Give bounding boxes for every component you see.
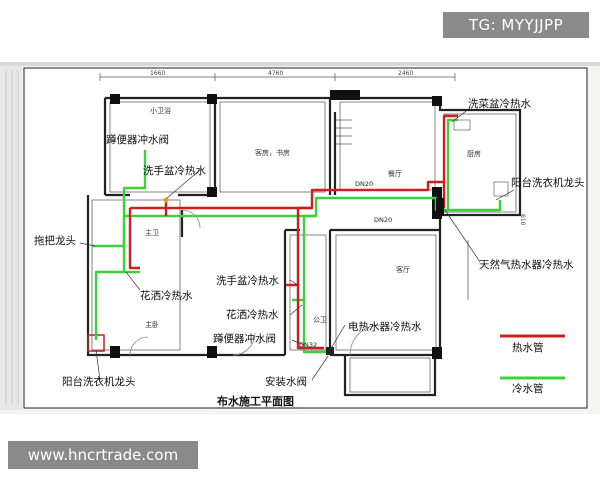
meter-box (326, 347, 334, 355)
label-balcony-washer-left: 阳台洗衣机龙头 (62, 375, 136, 388)
pipe-size-dn20-a: DN20 (355, 180, 373, 188)
room-master-bath: 主卫 (145, 228, 159, 237)
basin-fixture (163, 197, 169, 203)
dim-top-left: 1660 (150, 70, 165, 77)
label-shower-mid: 花洒冷热水 (226, 308, 279, 321)
dim-side-right: 610 (519, 214, 526, 226)
site-watermark: www.hncrtrade.com (8, 441, 198, 469)
kitchen-fixtures (453, 119, 509, 197)
dim-top-mid: 4760 (268, 70, 283, 77)
label-veg-basin: 洗菜盆冷热水 (468, 97, 531, 110)
room-living: 客厅 (396, 265, 410, 274)
gas-heater-unit (436, 198, 444, 216)
room-master-bed: 主卧 (145, 320, 159, 329)
label-basin-mid: 洗手盆冷热水 (216, 274, 279, 287)
label-balcony-washer-right: 阳台洗衣机龙头 (511, 176, 585, 189)
hot-water-pipes (128, 114, 458, 350)
dim-top-right: 2460 (398, 70, 413, 77)
plan-paper-top-band (0, 62, 600, 66)
room-kitchen: 厨房 (467, 149, 481, 158)
drawing-frame (23, 67, 588, 409)
top-dimension-line: 1660 4760 2460 (99, 70, 456, 81)
label-gas-heater: 天然气热水器冷热水 (479, 258, 574, 271)
label-squat-flush-mid: 蹲便器冲水阀 (213, 332, 276, 345)
label-squat-flush-top: 蹲便器冲水阀 (106, 133, 169, 146)
room-guest-bath: 公卫 (313, 316, 327, 324)
label-basin-top: 洗手盆冷热水 (143, 164, 206, 177)
room-study: 客房，书房 (255, 148, 290, 157)
binding-strip (0, 66, 22, 410)
leader-lines (79, 107, 515, 381)
legend-cold-label: 冷水管 (512, 382, 544, 395)
label-install-valve: 安装水阀 (265, 375, 307, 388)
tg-watermark: TG: MYYJJPP (443, 12, 589, 38)
room-dining: 餐厅 (388, 169, 402, 178)
room-small-bath: 小卫浴 (150, 106, 171, 115)
label-electric-heater: 电热水器冷热水 (348, 320, 422, 333)
label-shower-top: 花洒冷热水 (140, 289, 193, 302)
legend: 热水管 冷水管 (500, 334, 565, 395)
legend-hot-label: 热水管 (512, 341, 544, 354)
pipe-size-dn32: DN32 (299, 341, 317, 349)
binding-strip-lines (5, 70, 19, 405)
drawing-title: 布水施工平面图 (217, 394, 294, 408)
label-mop-faucet: 拖把龙头 (34, 234, 76, 247)
pipe-size-dn20-b: DN20 (374, 216, 392, 224)
